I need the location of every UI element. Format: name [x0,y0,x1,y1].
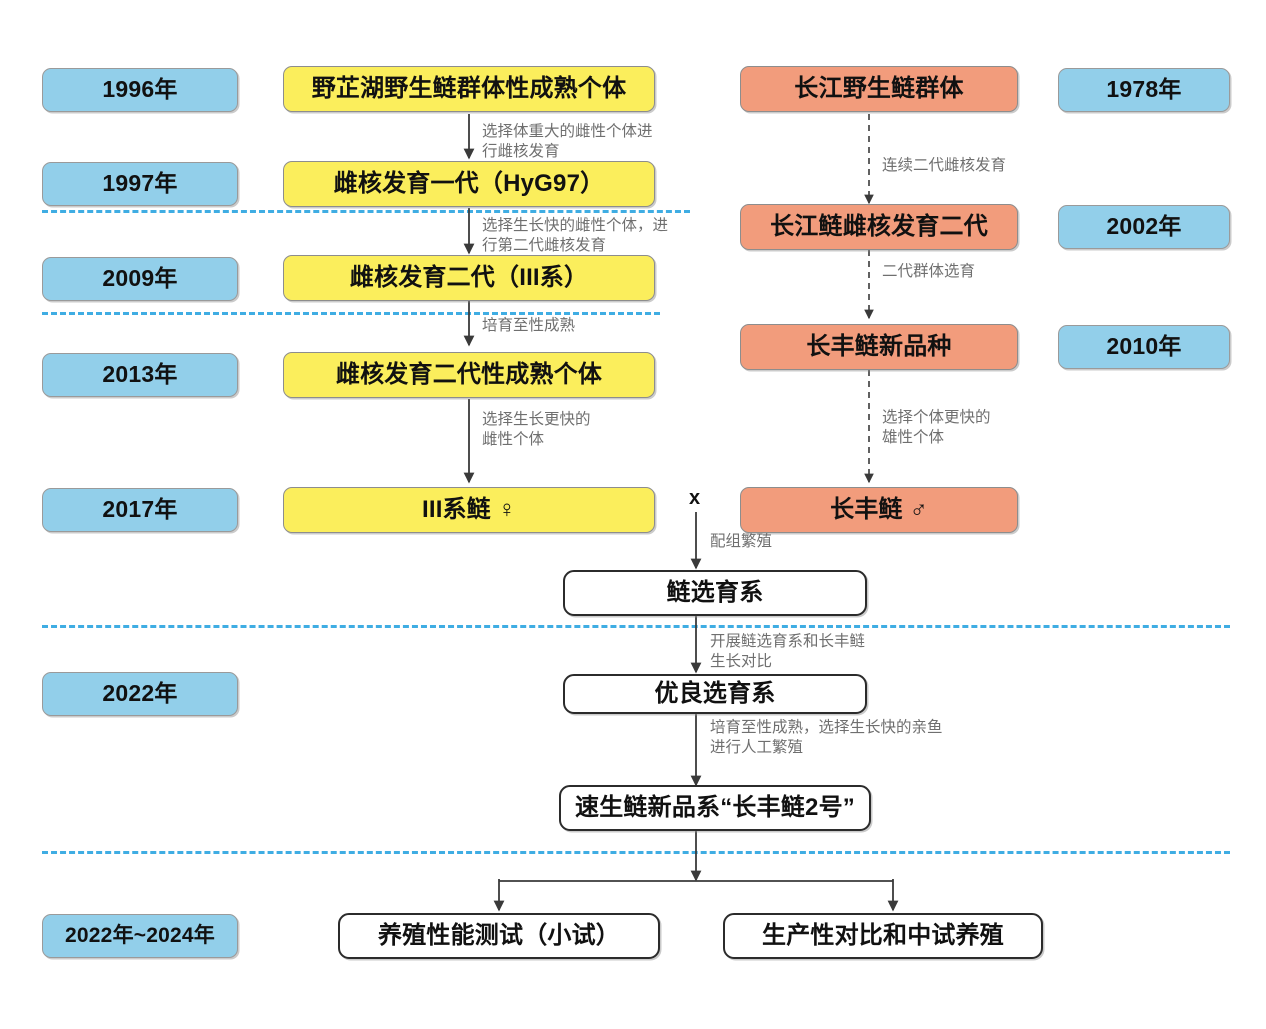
edge-label-two-successive-gynogenesis: 连续二代雌核发育 [882,157,1007,174]
year-badge-1997[interactable]: 1997年 [42,162,238,206]
year-badge-2017[interactable]: 2017年 [42,488,238,532]
phase-separator-2 [42,312,660,315]
node-selective-breeding-line[interactable]: 鲢选育系 [563,570,867,616]
year-badge-2013[interactable]: 2013年 [42,353,238,397]
year-badge-2009[interactable]: 2009年 [42,257,238,301]
phase-separator-1 [42,210,690,213]
year-badge-1978[interactable]: 1978年 [1058,68,1230,112]
edge-label-select-faster-males: 选择个体更快的 雄性个体 [882,409,991,447]
edge-label-pair-mating: 配组繁殖 [710,533,773,550]
node-gynogenesis-gen2-iii[interactable]: 雌核发育二代（III系） [283,255,655,301]
node-yangtze-wild-population[interactable]: 长江野生鲢群体 [740,66,1018,112]
phase-separator-4 [42,851,1230,854]
edge-label-rear-to-maturity: 培育至性成熟 [482,317,576,334]
edge-label-select-heavy-females: 选择体重大的雌性个体进 行雌核发育 [482,123,653,161]
node-fast-growing-changfeng-no2[interactable]: 速生鲢新品系“长丰鲢2号” [559,785,871,831]
cross-breeding-symbol: x [689,487,701,509]
year-badge-2002[interactable]: 2002年 [1058,205,1230,249]
edge-label-select-fast-females-gen2: 选择生长快的雌性个体，进 行第二代雌核发育 [482,217,669,255]
node-culture-performance-trial[interactable]: 养殖性能测试（小试） [338,913,660,959]
year-badge-2022[interactable]: 2022年 [42,672,238,716]
edge-label-select-faster-females: 选择生长更快的 雌性个体 [482,411,591,449]
node-elite-breeding-line[interactable]: 优良选育系 [563,674,867,714]
node-iii-line-female[interactable]: III系鲢 ♀ [283,487,655,533]
year-badge-2022-2024[interactable]: 2022年~2024年 [42,914,238,958]
node-gynogenesis-gen2-mature[interactable]: 雌核发育二代性成熟个体 [283,352,655,398]
node-yangtze-gynogenesis-gen2[interactable]: 长江鲢雌核发育二代 [740,204,1018,250]
year-badge-2010[interactable]: 2010年 [1058,325,1230,369]
year-badge-1996[interactable]: 1996年 [42,68,238,112]
node-wild-yezhi-lake-mature[interactable]: 野芷湖野生鲢群体性成熟个体 [283,66,655,112]
edge-label-growth-comparison: 开展鲢选育系和长丰鲢 生长对比 [710,633,866,671]
node-changfeng-new-variety[interactable]: 长丰鲢新品种 [740,324,1018,370]
node-production-comparison-pilot[interactable]: 生产性对比和中试养殖 [723,913,1043,959]
node-changfeng-male[interactable]: 长丰鲢 ♂ [740,487,1018,533]
phase-separator-3 [42,625,1230,628]
edge-label-artificial-propagation: 培育至性成熟，选择生长快的亲鱼 进行人工繁殖 [710,719,943,757]
edge-label-gen2-population-selection: 二代群体选育 [882,263,976,280]
node-gynogenesis-gen1-hyg97[interactable]: 雌核发育一代（HyG97） [283,161,655,207]
